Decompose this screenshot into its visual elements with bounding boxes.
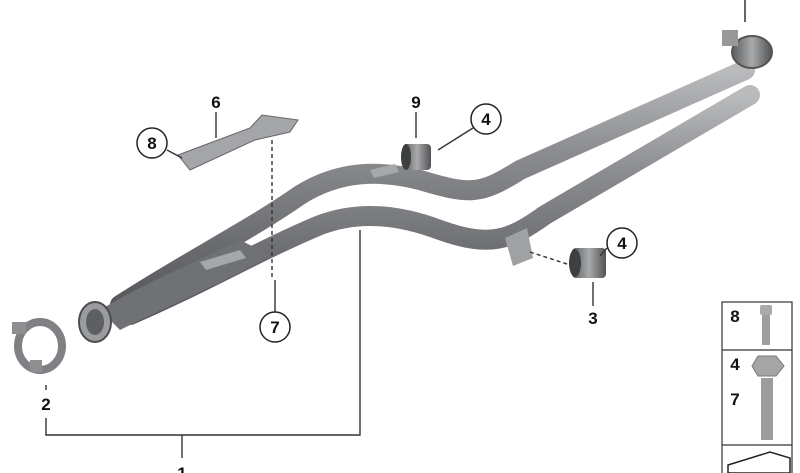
- callout-7-label: 7: [270, 318, 279, 337]
- table-row2-label-a: 4: [730, 355, 740, 374]
- clamp-top-right: [722, 0, 773, 69]
- gasket-icon: [727, 451, 791, 473]
- callout-2[interactable]: 2: [41, 395, 50, 414]
- hanger-bracket-right: [505, 228, 533, 266]
- pipe-inlet-bore: [86, 309, 104, 335]
- lower-pipe: [120, 85, 760, 325]
- callout-8-label: 8: [147, 134, 156, 153]
- small-bolt-icon: [760, 305, 772, 345]
- callout-4-upper[interactable]: 4: [470, 103, 502, 135]
- callout-4-lower[interactable]: 4: [606, 227, 638, 259]
- hanger-bracket-top: [370, 164, 399, 178]
- bracket-part-6: [177, 114, 299, 171]
- callout-7[interactable]: 7: [259, 311, 291, 343]
- callout-4-lower-label: 4: [617, 234, 627, 253]
- table-row2-label-b: 7: [730, 390, 739, 409]
- callout-4-upper-label: 4: [481, 110, 491, 129]
- callout-3[interactable]: 3: [588, 309, 597, 328]
- center-body: [100, 240, 270, 330]
- clamp-part-2: [12, 318, 66, 374]
- callout-9[interactable]: 9: [411, 93, 420, 112]
- leader-lines: [45, 112, 608, 458]
- fastener-table: 8 4 7: [721, 301, 793, 473]
- large-bolt-icon: [751, 355, 785, 440]
- damper-part-3: [569, 248, 606, 278]
- callout-1[interactable]: 1: [177, 464, 186, 473]
- callout-8[interactable]: 8: [136, 127, 168, 159]
- rear-pipe-assembly: [78, 60, 760, 343]
- table-row1-label: 8: [730, 307, 739, 326]
- hanger-bracket-left: [200, 250, 246, 270]
- callout-6[interactable]: 6: [211, 93, 220, 112]
- damper-part-9: [401, 144, 431, 170]
- upper-pipe: [110, 60, 755, 315]
